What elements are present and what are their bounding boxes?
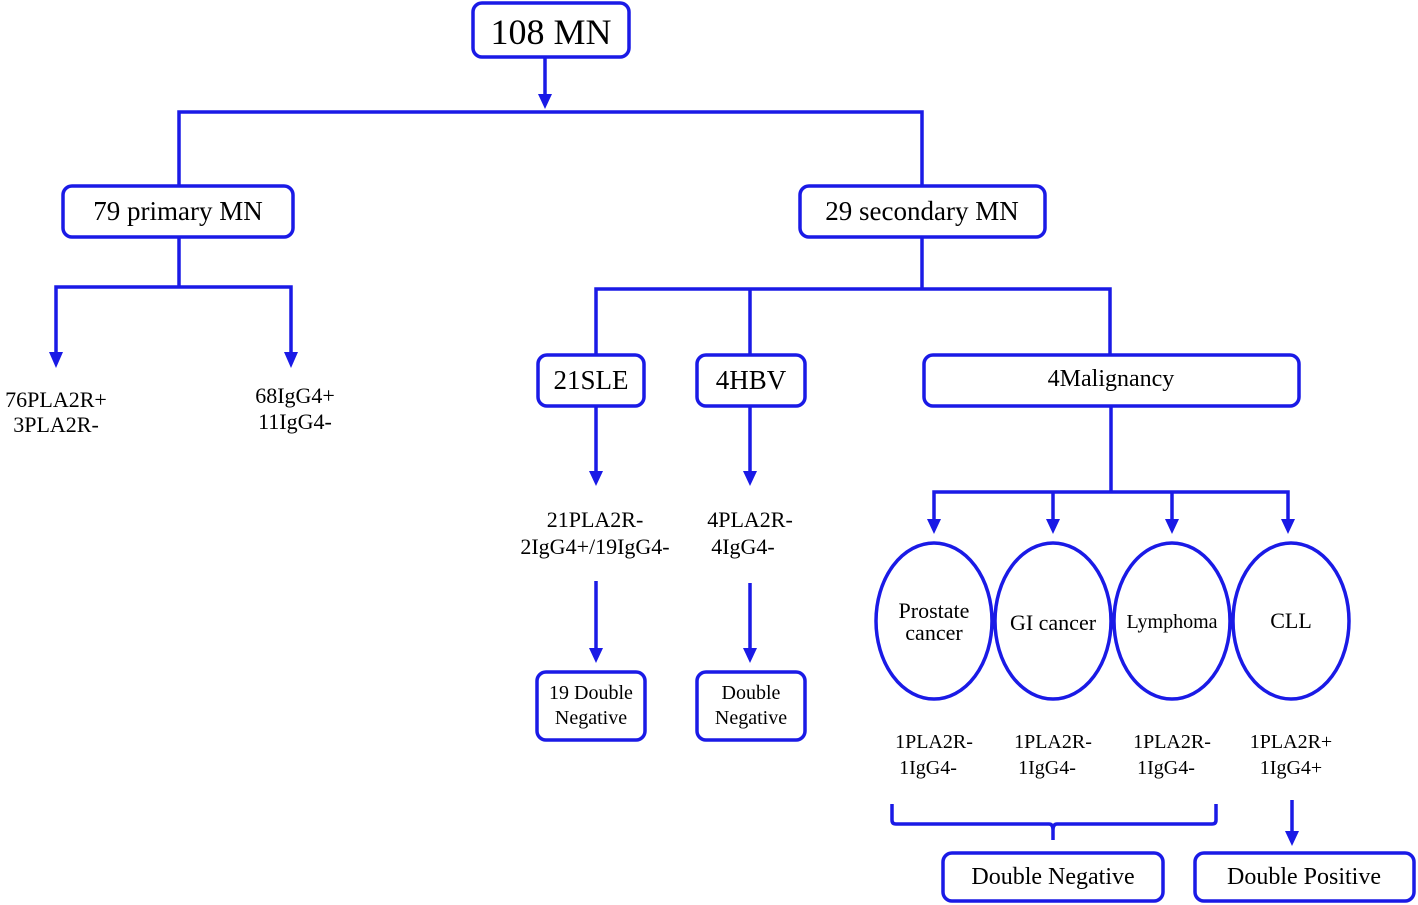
arrow-head bbox=[589, 471, 603, 486]
lymphoma-igg4-result: 1IgG4- bbox=[1137, 757, 1195, 779]
hbv-outcome-line1: Double bbox=[722, 682, 781, 704]
arrow-head bbox=[284, 352, 298, 368]
gi-pla2r-result: 1PLA2R- bbox=[1014, 731, 1092, 753]
root-node-box bbox=[471, 1, 631, 59]
hbv-label: 4HBV bbox=[716, 365, 787, 395]
cll-pla2r-result: 1PLA2R+ bbox=[1250, 731, 1332, 753]
connector-line bbox=[932, 490, 1290, 522]
sle-outcome-line1: 19 Double bbox=[549, 682, 633, 704]
hbv-outcome-box bbox=[695, 670, 807, 742]
arrow-head bbox=[1285, 831, 1299, 846]
arrow-head bbox=[1046, 519, 1060, 534]
grouping-brace bbox=[890, 804, 1218, 840]
primary-mn-label: 79 primary MN bbox=[93, 196, 262, 226]
double-positive-label: Double Positive bbox=[1227, 864, 1381, 890]
sle-igg4-result: 2IgG4+/19IgG4- bbox=[520, 534, 669, 559]
gi-igg4-result: 1IgG4- bbox=[1018, 757, 1076, 779]
hbv-outcome-line2: Negative bbox=[715, 707, 787, 729]
lymphoma-pla2r-result: 1PLA2R- bbox=[1133, 731, 1211, 753]
arrow-head bbox=[1281, 519, 1295, 534]
gi-cancer-ellipse bbox=[993, 541, 1113, 701]
connector-line bbox=[594, 287, 1112, 355]
primary-igg4-positive: 68IgG4+ bbox=[255, 383, 335, 408]
primary-pla2r-positive: 76PLA2R+ bbox=[5, 387, 107, 412]
primary-igg4-negative: 11IgG4- bbox=[258, 409, 332, 434]
primary-pla2r-negative: 3PLA2R- bbox=[13, 412, 99, 437]
lymphoma-label: Lymphoma bbox=[1126, 611, 1217, 633]
arrow-head bbox=[538, 94, 552, 109]
prostate-cancer-ellipse bbox=[874, 541, 994, 701]
arrow-head bbox=[743, 648, 757, 663]
cll-igg4-result: 1IgG4+ bbox=[1260, 757, 1322, 779]
prostate-cancer-label-line2: cancer bbox=[905, 620, 963, 645]
sle-label: 21SLE bbox=[553, 365, 628, 395]
arrow-head bbox=[1165, 519, 1179, 534]
double-negative-label: Double Negative bbox=[971, 864, 1134, 890]
arrow-head bbox=[49, 352, 63, 368]
secondary-mn-label: 29 secondary MN bbox=[825, 196, 1018, 226]
connector-line bbox=[177, 110, 924, 186]
gi-cancer-label: GI cancer bbox=[1010, 610, 1097, 635]
prostate-pla2r-result: 1PLA2R- bbox=[895, 731, 973, 753]
prostate-igg4-result: 1IgG4- bbox=[899, 757, 957, 779]
root-node-label: 108 MN bbox=[490, 12, 611, 52]
connector-line bbox=[54, 285, 293, 356]
cll-label: CLL bbox=[1270, 608, 1312, 633]
arrow-head bbox=[743, 471, 757, 486]
sle-pla2r-result: 21PLA2R- bbox=[547, 507, 644, 532]
malignancy-label: 4Malignancy bbox=[1048, 366, 1175, 392]
arrow-head bbox=[927, 519, 941, 534]
arrow-head bbox=[589, 648, 603, 663]
sle-outcome-line2: Negative bbox=[555, 707, 627, 729]
sle-box bbox=[536, 353, 646, 408]
hbv-pla2r-result: 4PLA2R- bbox=[707, 507, 793, 532]
cll-ellipse bbox=[1231, 541, 1351, 701]
lymphoma-ellipse bbox=[1112, 541, 1232, 701]
hbv-igg4-result: 4IgG4- bbox=[711, 534, 775, 559]
double-positive-box bbox=[1193, 851, 1416, 903]
prostate-cancer-label-line1: Prostate bbox=[899, 598, 970, 623]
sle-outcome-box bbox=[535, 670, 647, 742]
double-negative-box bbox=[941, 851, 1165, 903]
